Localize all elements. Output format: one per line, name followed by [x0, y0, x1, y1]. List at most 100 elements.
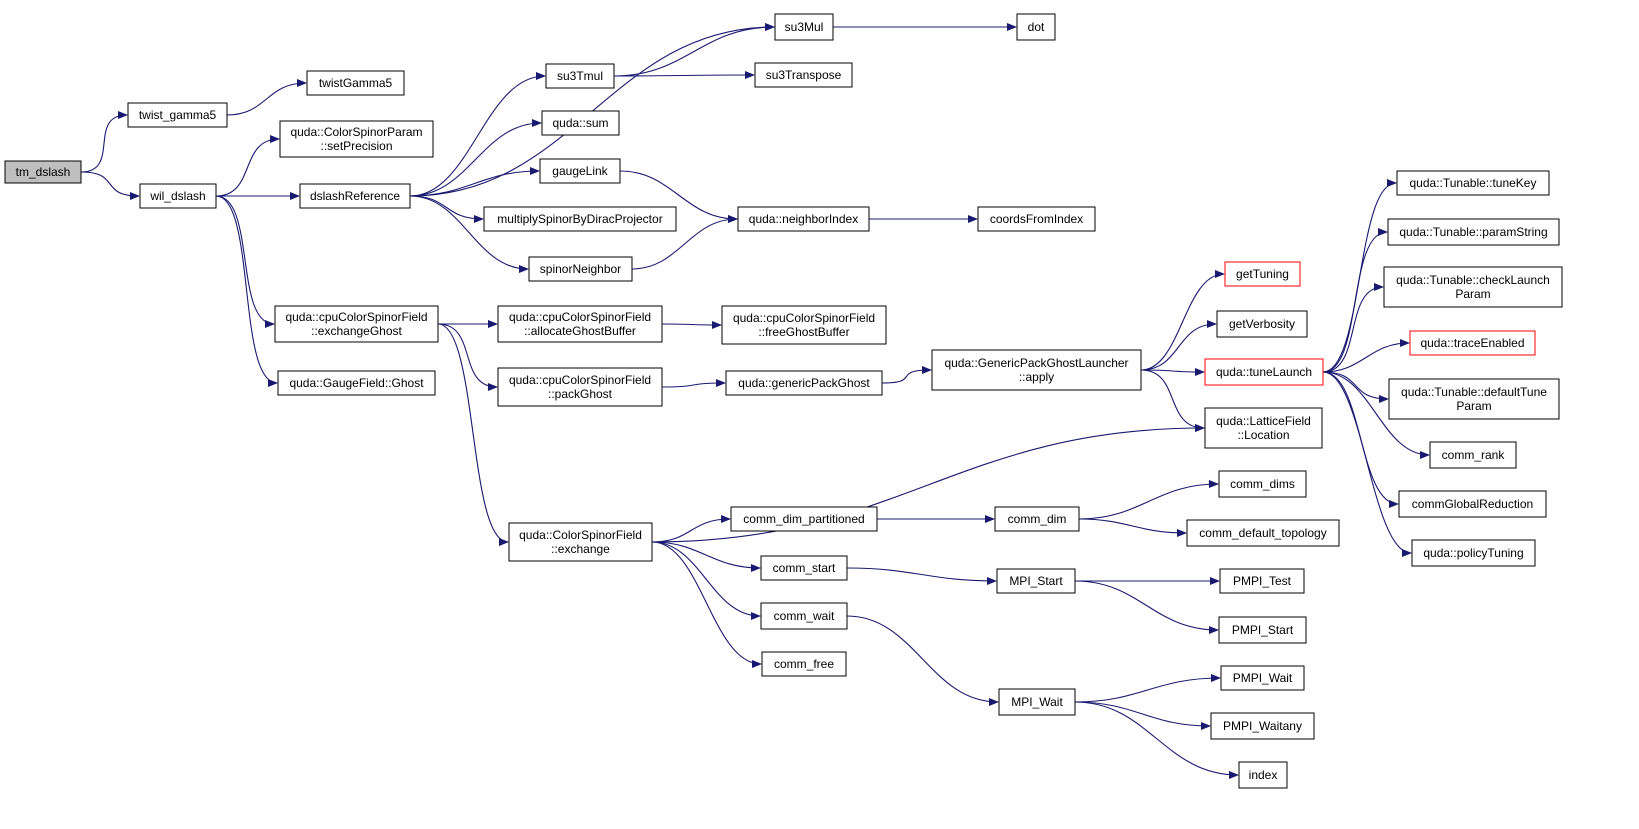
node-label: dot: [1028, 20, 1045, 34]
node-label: twistGamma5: [319, 76, 393, 90]
node-param-string[interactable]: quda::Tunable::paramString: [1387, 218, 1560, 246]
node-label: PMPI_Start: [1232, 623, 1294, 637]
node-box: [1218, 616, 1307, 644]
node-box: [994, 506, 1080, 532]
node-su3-tmul[interactable]: su3Tmul: [545, 63, 615, 89]
node-box: [760, 602, 848, 630]
node-exchange[interactable]: quda::ColorSpinorField::exchange: [508, 522, 653, 562]
node-pmpi-waitany[interactable]: PMPI_Waitany: [1210, 712, 1315, 740]
edge-generic-pack-ghost-to-launcher-apply: [881, 366, 932, 384]
node-label: quda::genericPackGhost: [738, 376, 870, 390]
node-tm-dslash[interactable]: tm_dslash: [4, 160, 82, 184]
node-label: comm_default_topology: [1199, 526, 1326, 540]
edge-tune-launch-to-default-tune-param: [1322, 371, 1389, 403]
node-su3-mul[interactable]: su3Mul: [774, 13, 834, 41]
node-pmpi-test[interactable]: PMPI_Test: [1219, 568, 1305, 594]
node-pmpi-start[interactable]: PMPI_Start: [1218, 616, 1307, 644]
node-box: [541, 110, 620, 136]
node-comm-dims[interactable]: comm_dims: [1218, 470, 1307, 498]
node-box: [306, 70, 405, 96]
node-get-verbosity[interactable]: getVerbosity: [1216, 310, 1308, 338]
node-tune-key[interactable]: quda::Tunable::tuneKey: [1396, 170, 1550, 196]
node-box: [4, 160, 82, 184]
node-trace-enabled[interactable]: quda::traceEnabled: [1409, 330, 1536, 356]
node-pack-ghost[interactable]: quda::cpuColorSpinorField::packGhost: [497, 367, 663, 407]
node-label: quda::cpuColorSpinorField: [509, 310, 651, 324]
node-twist-gamma5[interactable]: twistGamma5: [306, 70, 405, 96]
node-neighbor-index[interactable]: quda::neighborIndex: [737, 206, 870, 232]
node-mpi-wait[interactable]: MPI_Wait: [998, 688, 1076, 716]
node-box: [725, 370, 883, 396]
node-label: quda::cpuColorSpinorField: [733, 311, 875, 325]
node-comm-global-reduction[interactable]: commGlobalReduction: [1398, 490, 1547, 518]
node-coords-from-index[interactable]: coordsFromIndex: [977, 206, 1096, 232]
node-wil-dslash[interactable]: wil_dslash: [139, 183, 217, 209]
node-label: spinorNeighbor: [540, 262, 621, 276]
node-box: [1204, 407, 1323, 449]
node-box: [127, 102, 228, 128]
edge-mpi-wait-to-pmpi-waitany: [1074, 701, 1211, 730]
node-set-precision[interactable]: quda::ColorSpinorParam::setPrecision: [279, 120, 434, 158]
node-box: [299, 183, 411, 209]
node-box: [483, 206, 677, 232]
node-box: [1396, 170, 1550, 196]
node-box: [760, 555, 848, 581]
node-comm-start[interactable]: comm_start: [760, 555, 848, 581]
node-free-ghost-buffer[interactable]: quda::cpuColorSpinorField::freeGhostBuff…: [721, 305, 887, 345]
node-dslash-reference[interactable]: dslashReference: [299, 183, 411, 209]
node-multiply-spinor[interactable]: multiplySpinorByDiracProjector: [483, 206, 677, 232]
node-comm-default-topology[interactable]: comm_default_topology: [1186, 519, 1340, 547]
node-index[interactable]: index: [1238, 761, 1288, 789]
node-box: [737, 206, 870, 232]
node-box: [1398, 490, 1547, 518]
edge-comm-dim-to-comm-dims: [1078, 480, 1219, 520]
node-label: quda::neighborIndex: [749, 212, 858, 226]
node-box: [279, 120, 434, 158]
node-comm-free[interactable]: comm_free: [761, 651, 847, 677]
node-box: [528, 256, 633, 282]
node-comm-dim-partitioned[interactable]: comm_dim_partitioned: [730, 506, 878, 532]
edge-mpi-wait-to-index: [1074, 701, 1239, 779]
node-comm-rank[interactable]: comm_rank: [1429, 441, 1517, 469]
node-comm-wait[interactable]: comm_wait: [760, 602, 848, 630]
node-tune-launch[interactable]: quda::tuneLaunch: [1204, 358, 1324, 386]
node-dot[interactable]: dot: [1016, 13, 1056, 41]
edge-spinor-neighbor-to-neighbor-index: [631, 215, 738, 270]
edge-gauge-link-to-neighbor-index: [619, 170, 738, 223]
node-exchange-ghost[interactable]: quda::cpuColorSpinorField::exchangeGhost: [274, 305, 439, 343]
node-get-tuning[interactable]: getTuning: [1224, 261, 1301, 287]
node-pmpi-wait[interactable]: PMPI_Wait: [1220, 665, 1305, 691]
node-box: [1224, 261, 1301, 287]
node-box: [497, 305, 663, 343]
node-box: [1383, 266, 1563, 308]
node-label: multiplySpinorByDiracProjector: [497, 212, 662, 226]
call-nodes: tm_dslash twist_gamma5 wil_dslash twistGamm…: [4, 13, 1563, 789]
edge-exchange-to-comm-start: [651, 541, 761, 572]
node-generic-pack-ghost[interactable]: quda::genericPackGhost: [725, 370, 883, 396]
node-label: Param: [1456, 399, 1491, 413]
node-twist-gamma5[interactable]: twist_gamma5: [127, 102, 228, 128]
node-box: [996, 568, 1076, 594]
node-sum[interactable]: quda::sum: [541, 110, 620, 136]
node-gauge-ghost[interactable]: quda::GaugeField::Ghost: [277, 370, 436, 396]
edge-tune-launch-to-policy-tuning: [1322, 371, 1412, 557]
node-box: [1186, 519, 1340, 547]
node-label: tm_dslash: [16, 165, 71, 179]
node-launcher-apply[interactable]: quda::GenericPackGhostLauncher::apply: [931, 349, 1142, 391]
edge-exchange-to-comm-dim-partitioned: [651, 515, 731, 543]
node-spinor-neighbor[interactable]: spinorNeighbor: [528, 256, 633, 282]
node-policy-tuning[interactable]: quda::policyTuning: [1411, 539, 1536, 567]
node-mpi-start[interactable]: MPI_Start: [996, 568, 1076, 594]
edge-tune-launch-to-comm-rank: [1322, 371, 1430, 459]
node-su3-transpose[interactable]: su3Transpose: [754, 62, 853, 88]
node-gauge-link[interactable]: gaugeLink: [539, 158, 621, 184]
node-label: quda::GaugeField::Ghost: [289, 376, 424, 390]
node-label: comm_wait: [774, 609, 835, 623]
node-allocate-ghost-buffer[interactable]: quda::cpuColorSpinorField::allocateGhost…: [497, 305, 663, 343]
node-comm-dim[interactable]: comm_dim: [994, 506, 1080, 532]
edge-tune-launch-to-param-string: [1322, 228, 1388, 373]
node-lattice-location[interactable]: quda::LatticeField::Location: [1204, 407, 1323, 449]
